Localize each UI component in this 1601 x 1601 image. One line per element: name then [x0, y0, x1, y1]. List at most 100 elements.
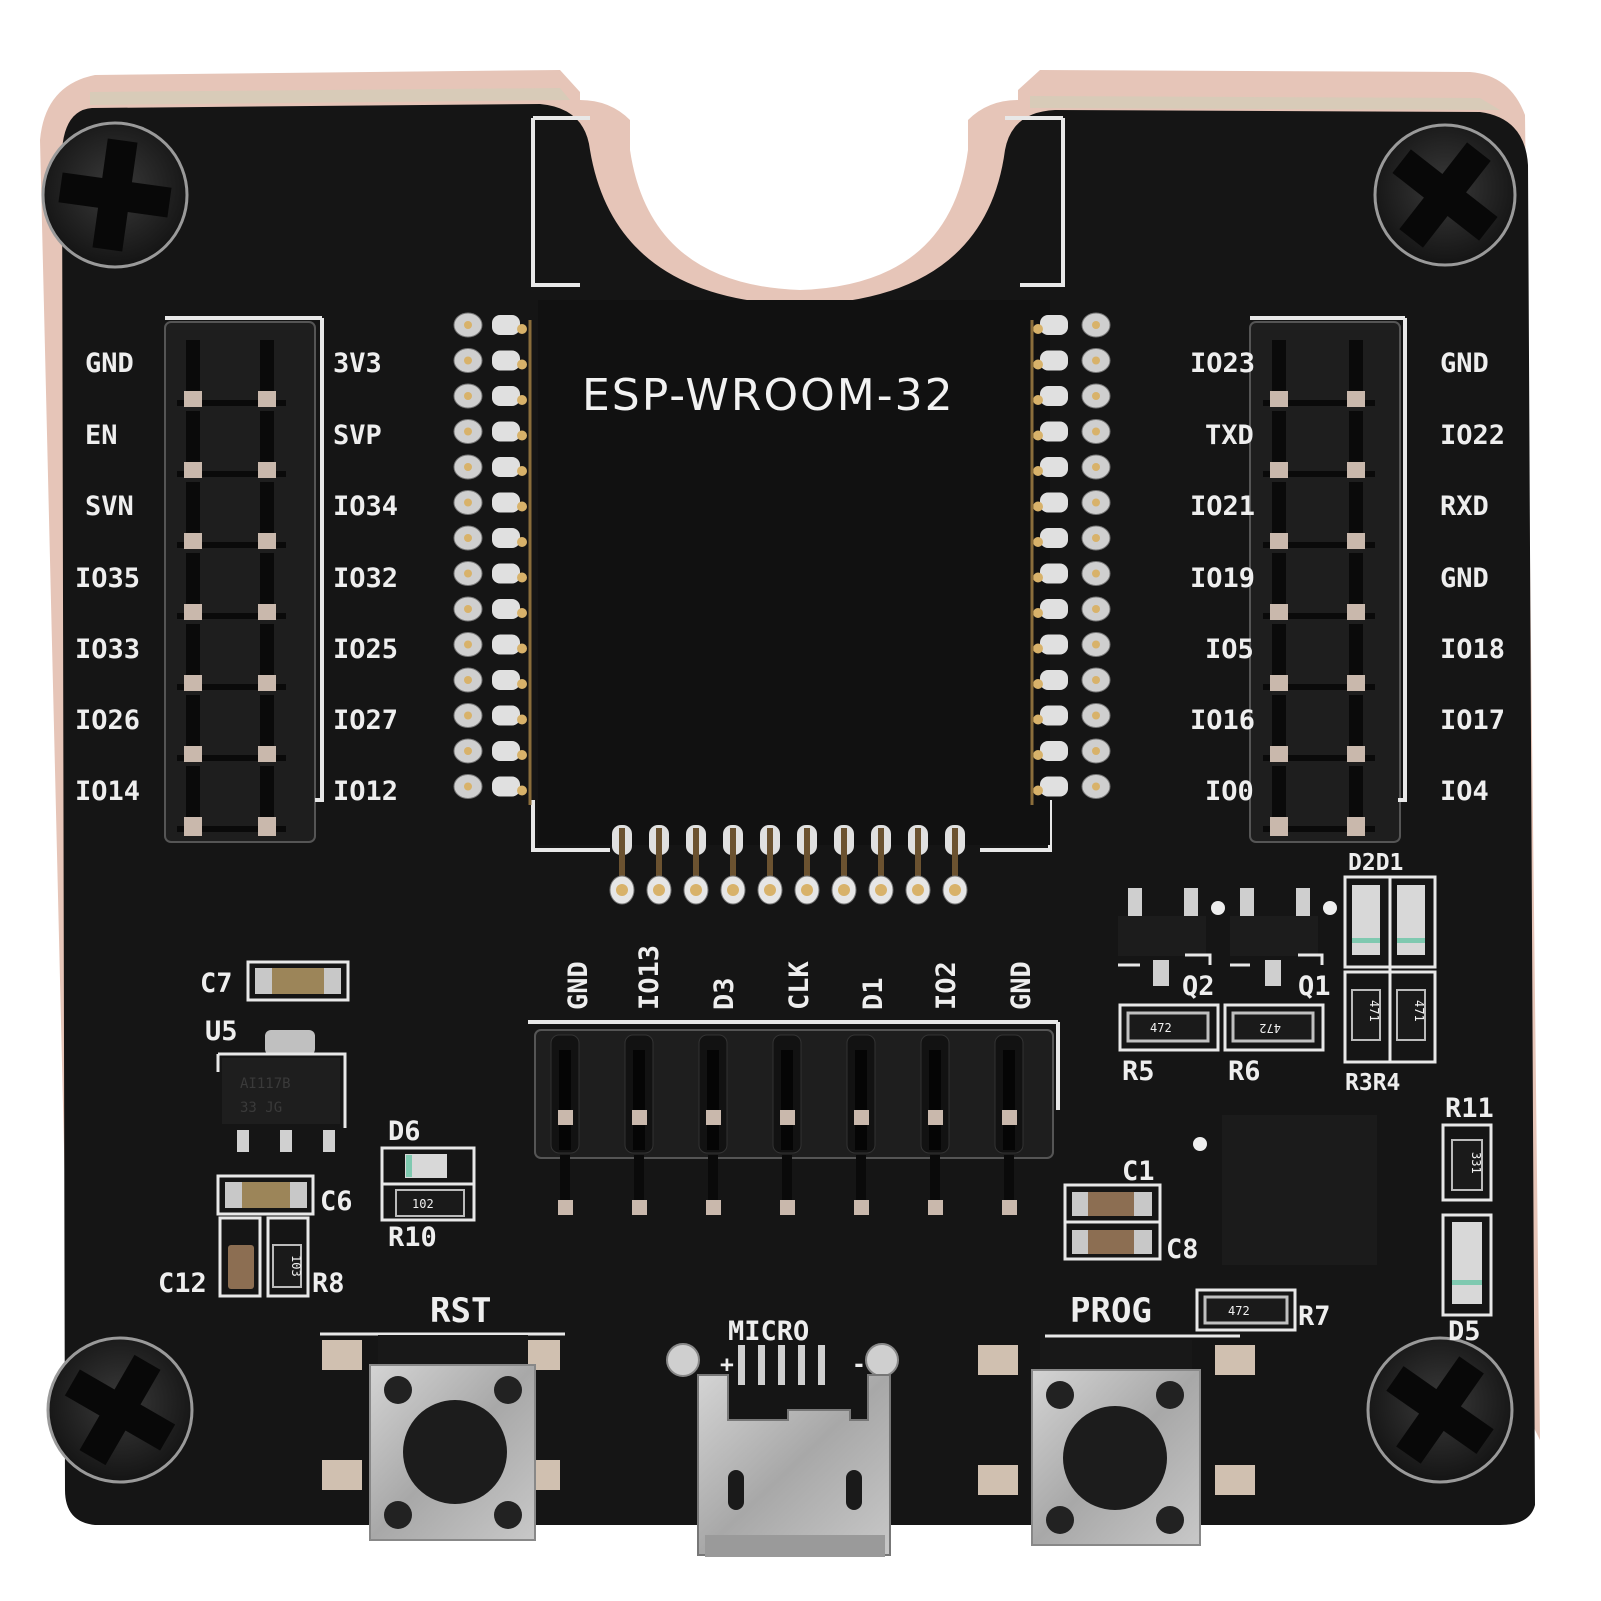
- svg-text:C1: C1: [1122, 1156, 1155, 1187]
- svg-text:471: 471: [1412, 1000, 1426, 1022]
- rst-label: RST: [430, 1291, 491, 1331]
- regulator-u5: U5 AI117B 33 JG: [205, 1016, 347, 1152]
- transistor-q1: Q1: [1230, 888, 1337, 1002]
- svg-text:D2D1: D2D1: [1348, 850, 1403, 876]
- prog-button-cap[interactable]: [1063, 1406, 1167, 1510]
- pin-label: EN: [85, 420, 118, 451]
- svg-text:C6: C6: [320, 1186, 353, 1217]
- svg-text:R5: R5: [1122, 1056, 1155, 1087]
- usb-uart-chip: [1193, 1115, 1377, 1265]
- usb-label: MICRO: [728, 1316, 809, 1347]
- svg-text:471: 471: [1367, 1000, 1381, 1022]
- led-d6: D6: [380, 1116, 476, 1222]
- right-pogo-pins: [1030, 312, 1111, 805]
- svg-text:331: 331: [1469, 1152, 1483, 1174]
- svg-text:103: 103: [289, 1255, 303, 1277]
- svg-text:AI117B: AI117B: [240, 1076, 291, 1092]
- pin-label: IO21: [1190, 491, 1255, 522]
- micro-usb-port[interactable]: MICRO + -: [666, 1316, 899, 1557]
- usb-minus-marker: -: [852, 1352, 866, 1378]
- pin-label: D3: [709, 977, 740, 1010]
- capacitor-c8: C8: [1072, 1230, 1199, 1265]
- svg-text:D5: D5: [1448, 1316, 1481, 1347]
- bottom-header-labels: GND IO13 D3 CLK D1 IO2 GND: [563, 945, 1037, 1010]
- pin-label: GND: [1006, 961, 1037, 1010]
- module-socket: [531, 116, 1065, 852]
- pin-label: IO12: [333, 776, 398, 807]
- bottom-pogo-pins: [609, 825, 968, 905]
- screw-top-left-icon: [41, 121, 189, 269]
- resistor-r11: R11 331: [1441, 1093, 1494, 1202]
- svg-text:R8: R8: [312, 1268, 345, 1299]
- usb-plus-marker: +: [720, 1352, 734, 1378]
- right-header-labels: IO23 TXD IO21 IO19 IO5 IO16 IO0 GND IO22…: [1190, 348, 1505, 807]
- svg-text:Q2: Q2: [1182, 971, 1215, 1002]
- svg-text:Q1: Q1: [1298, 971, 1331, 1002]
- svg-text:C7: C7: [200, 968, 233, 999]
- pin-label: 3V3: [333, 348, 382, 379]
- pin-label: GND: [1440, 348, 1489, 379]
- bottom-pin-header: [528, 1020, 1060, 1215]
- pin-label: TXD: [1205, 420, 1254, 451]
- resistor-r3-r4: 471 471 R3R4: [1343, 970, 1437, 1096]
- svg-text:R7: R7: [1298, 1301, 1331, 1332]
- resistor-r8: 103 R8: [266, 1216, 345, 1299]
- pin-label: SVP: [333, 420, 382, 451]
- pin-label: IO35: [75, 563, 140, 594]
- led-d5: D5: [1441, 1213, 1493, 1347]
- screw-top-right-icon: [1373, 123, 1517, 267]
- pin-label: IO17: [1440, 705, 1505, 736]
- svg-text:C8: C8: [1166, 1234, 1199, 1265]
- pin-label: IO2: [931, 961, 962, 1010]
- svg-text:R10: R10: [388, 1222, 437, 1253]
- pin-label: IO13: [634, 945, 665, 1010]
- svg-text:472: 472: [1228, 1304, 1250, 1318]
- pin-label: IO27: [333, 705, 398, 736]
- pin-label: IO19: [1190, 563, 1255, 594]
- resistor-r7: 472 R7: [1195, 1288, 1331, 1332]
- svg-text:U5: U5: [205, 1016, 238, 1047]
- left-pin-header: [164, 316, 324, 843]
- svg-text:102: 102: [412, 1197, 434, 1211]
- svg-text:472: 472: [1259, 1021, 1281, 1035]
- capacitor-c6: C6: [216, 1174, 353, 1217]
- prog-label: PROG: [1070, 1291, 1152, 1331]
- svg-text:R6: R6: [1228, 1056, 1261, 1087]
- transistor-q2: Q2: [1118, 888, 1225, 1002]
- rst-button[interactable]: RST: [320, 1291, 565, 1541]
- rst-button-cap[interactable]: [403, 1400, 507, 1504]
- pin-label: IO4: [1440, 776, 1489, 807]
- pin-label: D1: [858, 977, 889, 1010]
- pin-label: IO25: [333, 634, 398, 665]
- pin-label: IO26: [75, 705, 140, 736]
- screw-bottom-right-icon: [1366, 1336, 1514, 1484]
- pin-label: IO0: [1205, 776, 1254, 807]
- capacitor-c1: C1: [1063, 1156, 1162, 1261]
- prog-button[interactable]: PROG: [978, 1291, 1255, 1546]
- pin-label: IO22: [1440, 420, 1505, 451]
- right-pin-header: [1249, 316, 1407, 843]
- svg-text:R11: R11: [1445, 1093, 1494, 1124]
- pin-label: IO23: [1190, 348, 1255, 379]
- pin-label: CLK: [784, 960, 815, 1010]
- pin-label: IO34: [333, 491, 398, 522]
- screw-bottom-left-icon: [46, 1336, 194, 1484]
- pin-label: SVN: [85, 491, 134, 522]
- pin-label: IO32: [333, 563, 398, 594]
- pin-label: IO18: [1440, 634, 1505, 665]
- svg-text:C12: C12: [158, 1268, 207, 1299]
- pin-label: RXD: [1440, 491, 1489, 522]
- pin-label: IO16: [1190, 705, 1255, 736]
- capacitor-c7: C7: [200, 960, 350, 1002]
- left-pogo-pins: [453, 312, 532, 805]
- svg-text:R3R4: R3R4: [1345, 1070, 1400, 1096]
- svg-text:33 JG: 33 JG: [240, 1100, 282, 1116]
- pin-label: IO5: [1205, 634, 1254, 665]
- led-d2-d1: D2D1: [1343, 850, 1437, 1062]
- resistor-r10: 102 R10: [388, 1189, 465, 1253]
- pin-label: GND: [563, 961, 594, 1010]
- resistor-r6: 472 R6: [1223, 1003, 1325, 1087]
- pin-label: IO33: [75, 634, 140, 665]
- pin-label: IO14: [75, 776, 140, 807]
